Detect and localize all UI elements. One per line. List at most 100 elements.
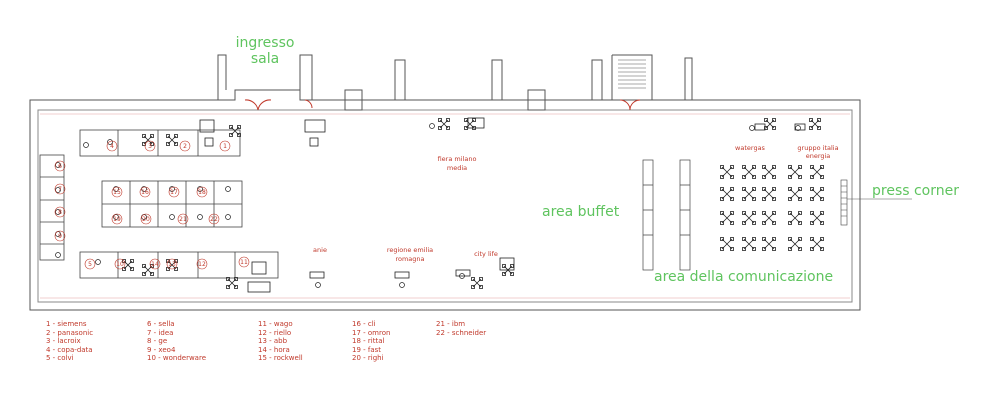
- label-area-buffet: area buffet: [542, 204, 620, 220]
- stand-number-marker: 5: [84, 258, 96, 270]
- legend-item: 12 - riello: [258, 328, 292, 337]
- furniture-box: [204, 137, 214, 147]
- furniture-dot: [113, 186, 119, 192]
- legend-column-5: 21 - ibm 22 - schneider: [436, 320, 486, 337]
- svg-text:10: 10: [116, 261, 124, 268]
- chair-cluster: [788, 187, 802, 201]
- chair-cluster: [438, 118, 450, 130]
- stand-number-marker: 6: [54, 160, 66, 172]
- chair-cluster: [788, 237, 802, 251]
- stand-number-marker: 14: [149, 258, 161, 270]
- legend-item: 1 - siemens: [46, 320, 87, 328]
- furniture-box: [199, 119, 215, 133]
- chair-cluster: [226, 277, 238, 289]
- furniture-box: [309, 271, 325, 279]
- legend-item: 13 - abb: [258, 337, 288, 346]
- furniture-dot: [113, 214, 119, 220]
- perimeter-red-lines: [40, 113, 850, 299]
- legend-item: 18 - rittal: [352, 337, 385, 346]
- legend-item: 2 - panasonic: [46, 328, 94, 337]
- furniture-dot: [169, 214, 175, 220]
- furniture-box: [467, 117, 485, 129]
- svg-text:11: 11: [240, 259, 248, 266]
- bottom-stand-row: [79, 251, 279, 279]
- stand-number-marker: 22: [208, 213, 220, 225]
- exhibitor-fiera-milano: fiera milano: [438, 155, 477, 163]
- label-ingresso: ingresso: [236, 35, 295, 51]
- stand-number-marker: 16: [139, 186, 151, 198]
- furniture-dot: [55, 209, 61, 215]
- stand-number-marker: 19: [111, 213, 123, 225]
- chair-cluster: [122, 259, 134, 271]
- chair-cluster: [166, 259, 178, 271]
- stand-number-marker: 1: [219, 140, 231, 152]
- chair-cluster: [810, 211, 824, 225]
- building-walls: [29, 54, 861, 311]
- stand-furniture: [55, 117, 821, 293]
- chair-cluster: [720, 187, 734, 201]
- chair-cluster: [720, 237, 734, 251]
- svg-text:8: 8: [58, 209, 62, 216]
- stand-number-marker: 7: [54, 183, 66, 195]
- press-corner-panel: [840, 179, 912, 226]
- svg-text:17: 17: [170, 189, 178, 196]
- svg-text:20: 20: [142, 216, 150, 223]
- middle-stand-block: [101, 180, 243, 228]
- furniture-dot: [225, 186, 231, 192]
- svg-text:14: 14: [151, 261, 159, 268]
- furniture-dot: [225, 214, 231, 220]
- svg-text:21: 21: [179, 216, 187, 223]
- legend-item: 21 - ibm: [436, 320, 466, 328]
- label-sala: sala: [251, 51, 279, 67]
- stand-number-marker: 18: [196, 186, 208, 198]
- furniture-dot: [169, 186, 175, 192]
- legend-item: 6 - sella: [147, 320, 175, 328]
- chair-cluster: [762, 237, 776, 251]
- exhibitor-city-life: city life: [474, 250, 498, 258]
- furniture-dot: [83, 142, 89, 148]
- furniture-dot: [141, 186, 147, 192]
- furniture-dot: [197, 214, 203, 220]
- furniture-box: [455, 269, 471, 277]
- legend-item: 5 - colvi: [46, 354, 74, 363]
- exhibitor-regione-emilia: regione emilia: [387, 246, 433, 254]
- chair-cluster: [810, 237, 824, 251]
- furniture-dot: [315, 282, 321, 288]
- legend-item: 3 - lacroix: [46, 337, 81, 346]
- chair-cluster: [720, 211, 734, 225]
- legend-item: 4 - copa-data: [46, 345, 93, 354]
- furniture-dot: [95, 259, 101, 265]
- furniture-dot: [459, 273, 465, 279]
- svg-text:5: 5: [88, 261, 92, 268]
- svg-text:18: 18: [198, 189, 206, 196]
- svg-text:3: 3: [148, 143, 152, 150]
- svg-text:6: 6: [58, 163, 62, 170]
- exhibitor-gruppo-italia-energia: energia: [806, 152, 831, 160]
- stand-number-marker: 17: [168, 186, 180, 198]
- svg-text:2: 2: [183, 143, 187, 150]
- svg-text:22: 22: [210, 216, 218, 223]
- legend-item: 19 - fast: [352, 345, 382, 354]
- chair-cluster: [142, 264, 154, 276]
- furniture-box: [499, 257, 515, 271]
- furniture-dot: [749, 125, 755, 131]
- chair-cluster: [788, 165, 802, 179]
- seating-grid: [720, 165, 824, 251]
- stand-number-marker: 13: [166, 258, 178, 270]
- stand-number-marker: 21: [177, 213, 189, 225]
- chair-cluster: [720, 165, 734, 179]
- chair-cluster: [762, 187, 776, 201]
- stand-number-marker: 11: [238, 256, 250, 268]
- legend-item: 20 - righi: [352, 354, 384, 363]
- svg-text:13: 13: [168, 261, 176, 268]
- chair-cluster: [229, 125, 241, 137]
- legend-item: 14 - hora: [258, 345, 290, 354]
- legend-item: 15 - rockwell: [258, 354, 303, 363]
- legend-item: 17 - omron: [352, 328, 391, 337]
- chair-cluster: [788, 211, 802, 225]
- stand-number-marker: 10: [114, 258, 126, 270]
- furniture-dot: [107, 139, 113, 145]
- svg-text:16: 16: [141, 189, 149, 196]
- stand-number-marker: 15: [111, 186, 123, 198]
